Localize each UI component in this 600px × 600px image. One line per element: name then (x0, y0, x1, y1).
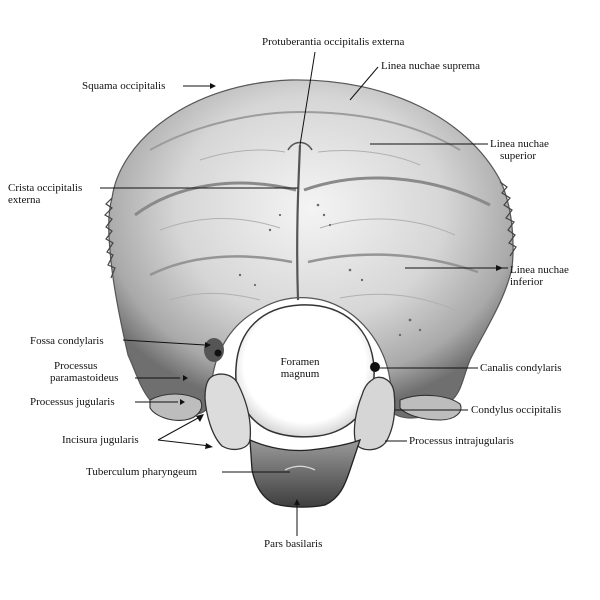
label-linea-nuchae-suprema: Linea nuchae suprema (381, 60, 480, 72)
label-tuberculum-pharyngeum: Tuberculum pharyngeum (86, 466, 198, 478)
linea-nuchae-inferior-left (149, 255, 293, 277)
bone-texture (159, 149, 456, 311)
linea-nuchae-superior-left (134, 181, 297, 217)
linea-nuchae-inferior-right (307, 253, 479, 274)
processus-jugularis-left (149, 393, 203, 421)
linea-nuchae-suprema-ridge (149, 110, 461, 151)
condylus-right (353, 376, 396, 451)
label-protuberantia: Protuberantia occipitalis externa (262, 36, 405, 48)
label-processus-jugularis: Processus jugularis (30, 396, 115, 408)
condylus-left (204, 373, 252, 451)
label-foramen-line2: magnum (280, 368, 320, 380)
label-pars-basilaris: Pars basilaris (264, 538, 323, 550)
vascular-pits (238, 203, 422, 337)
label-linea-nuchae-inferior: Linea nuchae inferior (510, 264, 569, 288)
label-fossa-condylaris: Fossa condylaris (30, 335, 104, 347)
label-incisura-jugularis: Incisura jugularis (62, 434, 139, 446)
label-linea-nuchae-inferior-line1: Linea nuchae (510, 264, 569, 276)
squama-left-serration (104, 197, 116, 279)
label-paramastoid-line2: paramastoideus (50, 372, 119, 384)
canalis-condylaris-hole (370, 362, 380, 372)
crista-occipitalis-externa-ridge (296, 144, 302, 301)
squama-right-serration (499, 181, 517, 257)
label-foramen-magnum: Foramen magnum (268, 356, 332, 380)
fossa-condylaris-shadow (204, 338, 224, 362)
label-condylus-occipitalis: Condylus occipitalis (471, 404, 562, 416)
leader-lines (100, 51, 508, 536)
label-foramen-line1: Foramen (280, 356, 320, 368)
fossa-condylaris-hole (214, 349, 222, 357)
label-linea-nuchae-inferior-line2: inferior (510, 276, 543, 288)
label-paramastoid-line1: Processus (54, 360, 98, 372)
tuberculum-pharyngeum-mark (284, 465, 316, 471)
label-processus-paramastoideus: Processus paramastoideus (50, 360, 118, 384)
leader-arrowheads (180, 83, 503, 505)
label-crista-line1: Crista occipitalis (8, 182, 83, 194)
label-processus-intrajugularis: Processus intrajugularis (409, 435, 514, 447)
processus-jugularis-right (399, 394, 462, 421)
label-linea-nuchae-superior-line1: Linea nuchae (490, 138, 549, 150)
pars-basilaris-shape (249, 438, 362, 508)
linea-nuchae-superior-right (303, 176, 491, 207)
label-crista-line2: externa (8, 194, 41, 206)
label-squama-occipitalis: Squama occipitalis (82, 80, 166, 92)
label-linea-nuchae-superior: Linea nuchae superior (490, 138, 549, 162)
foramen-magnum-shape (235, 304, 375, 438)
label-canalis-condylaris: Canalis condylaris (480, 362, 562, 374)
label-crista-occipitalis: Crista occipitalis externa (8, 182, 82, 206)
label-linea-nuchae-superior-line2: superior (500, 150, 537, 162)
